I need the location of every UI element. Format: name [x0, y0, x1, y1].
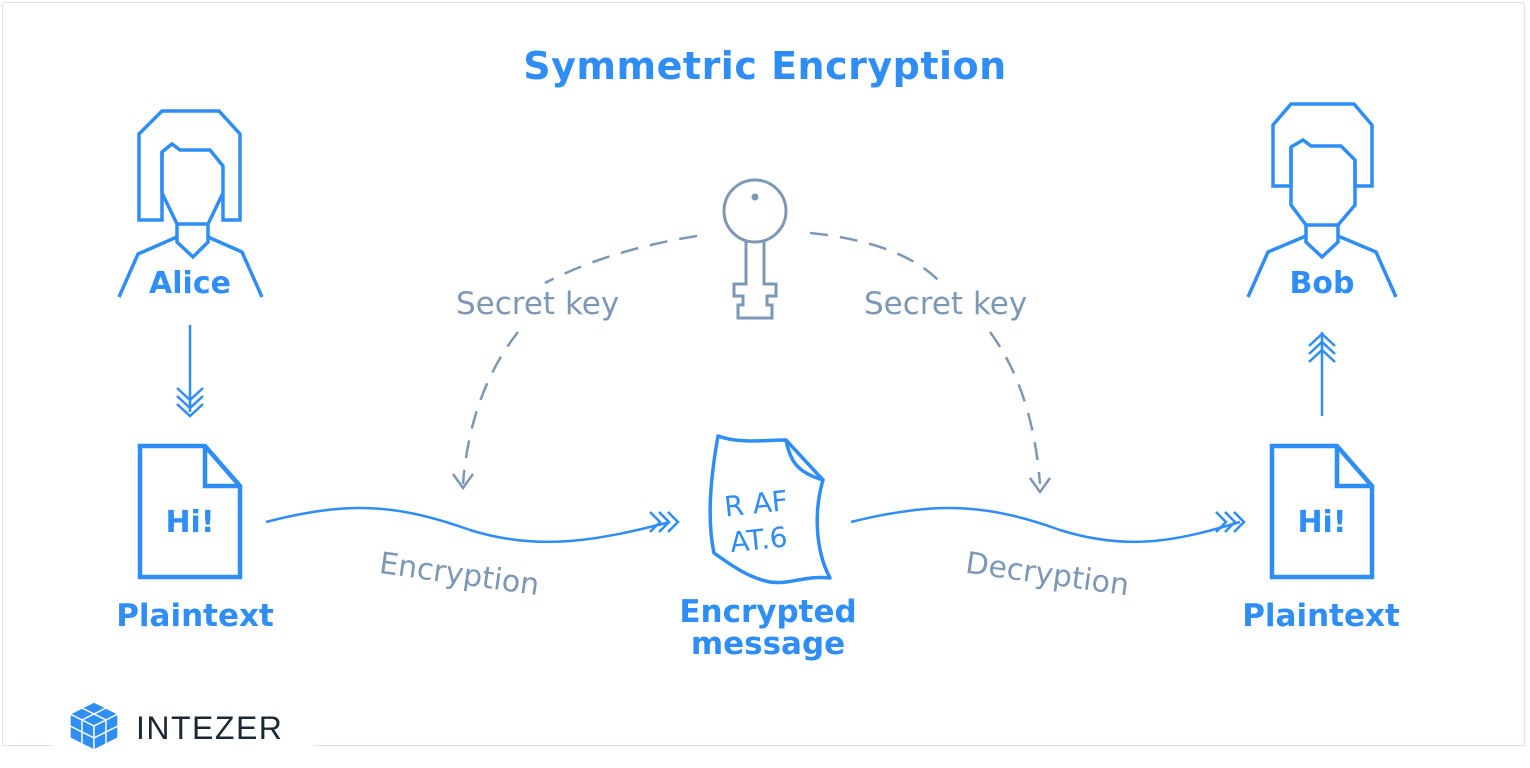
- secret-key-left-path-icon: [461, 234, 698, 485]
- up-arrow-icon: [1308, 332, 1336, 416]
- encryption-arrow-icon: [265, 506, 680, 544]
- decryption-label: Decryption: [963, 546, 1131, 604]
- diagram-title: Symmetric Encryption: [523, 44, 1007, 88]
- encryption-label: Encryption: [377, 546, 541, 603]
- down-arrow-icon: [176, 325, 204, 418]
- right-document-text: Hi!: [1297, 505, 1346, 540]
- encrypted-message-label-line2: message: [690, 626, 846, 662]
- right-plaintext-label: Plaintext: [1242, 598, 1400, 634]
- alice-avatar-icon: [117, 109, 264, 298]
- secret-key-icon: [722, 178, 788, 320]
- decryption-arrow-icon: [850, 506, 1246, 544]
- encrypted-message-label-line1: Encrypted: [679, 594, 857, 630]
- encrypted-glyphs-line1: R AF: [723, 484, 790, 523]
- secret-key-left-arrowhead-icon: [451, 473, 475, 491]
- secret-key-left-label: Secret key: [456, 286, 620, 322]
- right-document-icon: [1269, 443, 1375, 580]
- left-document-text: Hi!: [165, 505, 214, 540]
- intezer-cube-icon: [68, 701, 120, 752]
- brand-logo: INTEZER: [52, 698, 314, 758]
- left-document-icon: [137, 443, 243, 580]
- brand-name: INTEZER: [136, 709, 284, 746]
- secret-key-right-label: Secret key: [864, 286, 1028, 322]
- bob-avatar-icon: [1246, 102, 1398, 298]
- left-plaintext-label: Plaintext: [116, 598, 274, 634]
- bob-name-label: Bob: [1289, 266, 1355, 301]
- diagram-frame: [2, 2, 1525, 746]
- alice-name-label: Alice: [149, 266, 231, 301]
- secret-key-right-arrowhead-icon: [1028, 477, 1052, 495]
- encrypted-message-icon: [708, 434, 832, 585]
- encrypted-glyphs-line2: AT.6: [728, 520, 789, 559]
- secret-key-right-path-icon: [809, 231, 1042, 485]
